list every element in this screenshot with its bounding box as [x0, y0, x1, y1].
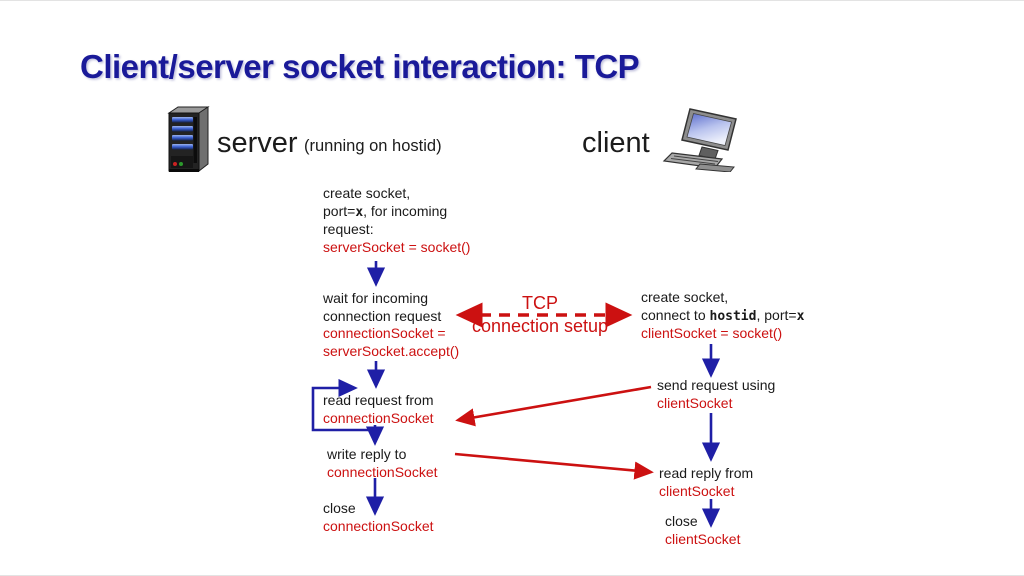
client-step-read-reply: read reply from clientSocket: [659, 465, 753, 500]
client-step-create-socket: create socket, connect to hostid, port=x…: [641, 289, 804, 343]
step-code: connectionSocket: [323, 409, 434, 426]
server-step-read-request: read request from connectionSocket: [323, 392, 434, 427]
step-line: write reply to: [327, 446, 407, 462]
server-tower-icon: [167, 106, 210, 173]
step-line: wait for incoming: [323, 290, 429, 306]
step-code: clientSocket: [657, 394, 733, 411]
step-line: connection request: [323, 307, 442, 324]
step-code: serverSocket.accept(): [323, 342, 460, 359]
step-line: create socket,: [641, 289, 729, 305]
step-line: read reply from: [659, 465, 754, 481]
desktop-computer-icon: [662, 108, 737, 172]
server-step-wait-connection: wait for incoming connection request con…: [323, 290, 459, 360]
server-label: server: [217, 127, 298, 159]
step-code: serverSocket = socket(): [323, 238, 471, 255]
tcp-label-line1: TCP: [522, 293, 558, 313]
arrow-reply-server-to-client: [454, 452, 654, 480]
arrow-request-client-to-server: [455, 385, 652, 427]
client-step-close: close clientSocket: [665, 513, 740, 548]
page-title: Client/server socket interaction: TCP: [80, 48, 640, 85]
client-label: client: [582, 127, 650, 159]
step-code: clientSocket: [665, 530, 741, 547]
server-sublabel: (running on hostid): [304, 137, 442, 155]
step-line: connect to hostid, port=x: [641, 306, 805, 324]
step-code: clientSocket: [659, 482, 735, 499]
step-line: read request from: [323, 392, 434, 408]
step-code: connectionSocket: [323, 517, 434, 534]
tcp-label-line2: connection setup: [471, 316, 609, 336]
server-step-create-socket: create socket, port=x, for incoming requ…: [323, 185, 470, 256]
step-line: create socket,: [323, 185, 411, 201]
step-code: connectionSocket: [327, 463, 438, 480]
step-line: request:: [323, 221, 374, 237]
step-line: port=x, for incoming: [323, 202, 448, 220]
step-code: connectionSocket =: [323, 325, 446, 341]
server-step-close: close connectionSocket: [323, 500, 434, 535]
step-line: close: [665, 513, 698, 529]
tcp-connection-setup-label: TCP connection setup: [452, 293, 628, 336]
client-step-send-request: send request using clientSocket: [657, 377, 775, 412]
step-code: clientSocket = socket(): [641, 325, 783, 341]
step-line: close: [323, 500, 356, 516]
step-line: send request using: [657, 377, 776, 393]
server-step-write-reply: write reply to connectionSocket: [327, 446, 438, 481]
